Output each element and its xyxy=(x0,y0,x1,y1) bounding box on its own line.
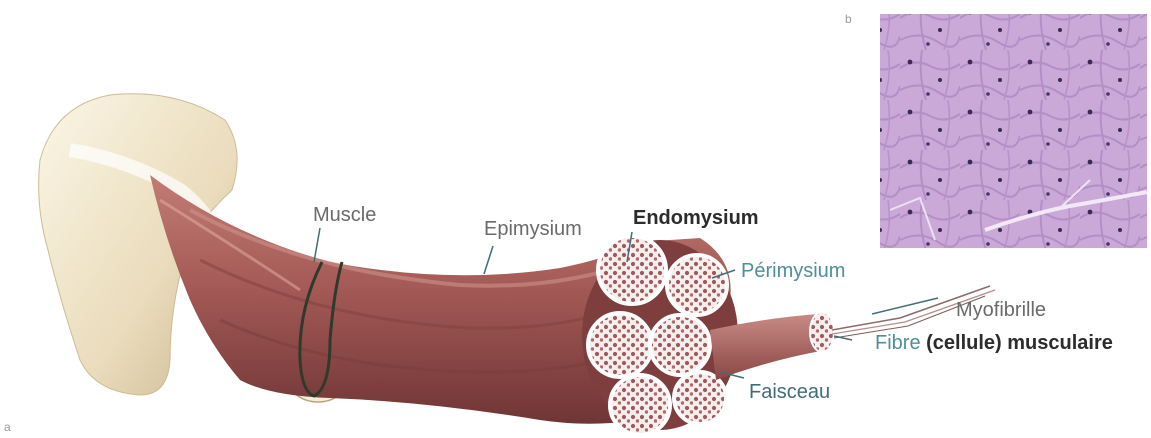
label-epimysium: Epimysium xyxy=(484,219,582,239)
label-myofibrille: Myofibrille xyxy=(956,300,1046,320)
label-fibre-rest: (cellule) musculaire xyxy=(926,332,1113,354)
label-perimysium: Périmysium xyxy=(741,261,845,281)
panel-letter-a: a xyxy=(4,420,11,434)
label-fibre-prefix: Fibre xyxy=(875,332,926,354)
panel-letter-b: b xyxy=(845,12,852,26)
label-endomysium: Endomysium xyxy=(633,208,759,228)
label-muscle: Muscle xyxy=(313,205,376,225)
label-faisceau: Faisceau xyxy=(749,382,830,402)
label-fibre-musculaire: Fibre (cellule) musculaire xyxy=(875,333,1113,353)
micrograph-panel xyxy=(880,14,1147,248)
